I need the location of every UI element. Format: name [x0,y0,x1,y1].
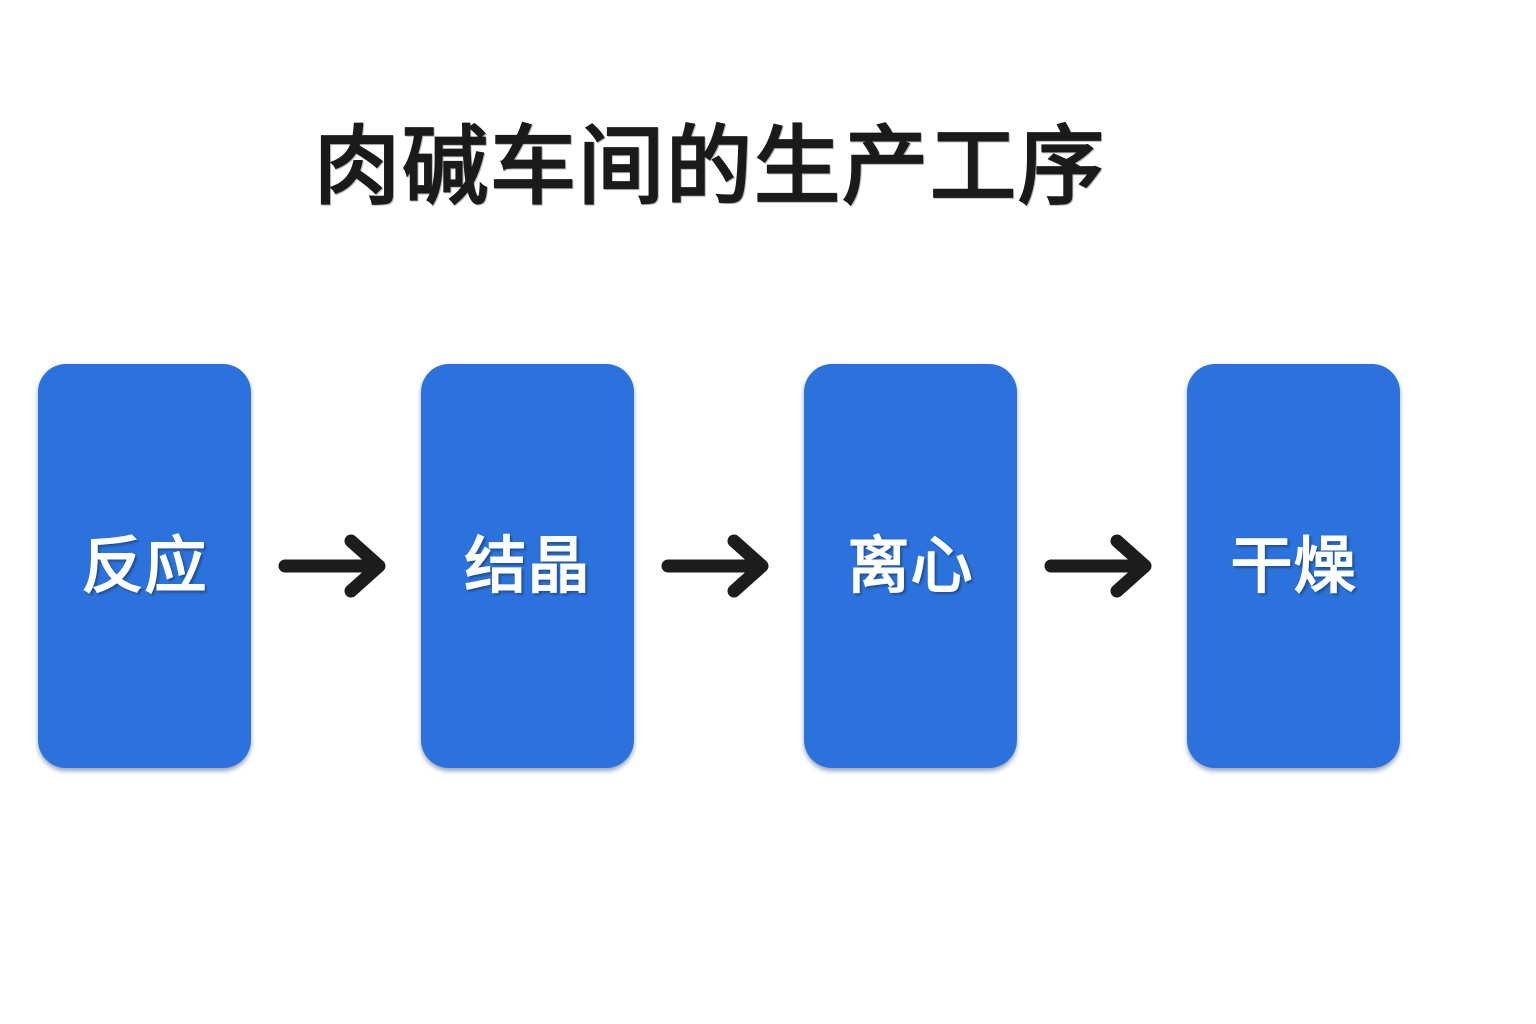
process-node-reaction[interactable]: 反应 [38,364,251,768]
arrow-right-icon [1043,528,1161,604]
process-node-label: 反应 [81,529,208,602]
process-node-drying[interactable]: 干燥 [1187,364,1400,768]
page-title: 肉碱车间的生产工序 [314,117,1106,217]
process-flow: 反应 结晶 离心 [38,364,1400,768]
process-node-label: 结晶 [464,529,591,602]
arrow-right-icon [277,528,395,604]
process-node-crystallization[interactable]: 结晶 [421,364,634,768]
process-node-label: 干燥 [1230,529,1357,602]
arrow-right-icon [660,528,778,604]
process-node-centrifugation[interactable]: 离心 [804,364,1017,768]
process-node-label: 离心 [847,529,974,602]
